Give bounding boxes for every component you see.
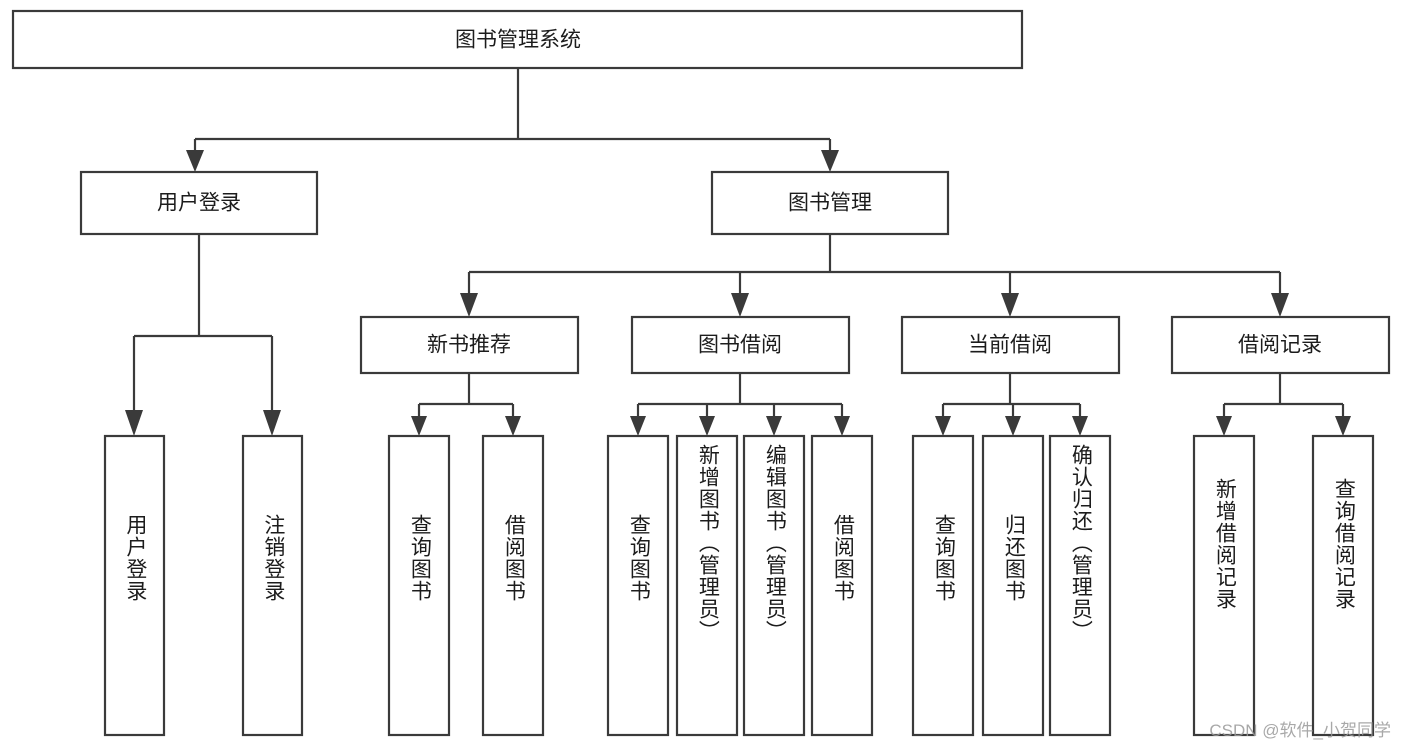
node-leaf-borrow-book-2[interactable] (810, 434, 874, 737)
node-root-label: 图书管理系统 (455, 29, 581, 52)
arrow-to-leaf-add-record (1216, 416, 1232, 436)
node-leaf-query-book-2[interactable] (606, 434, 670, 737)
node-leaf-user-login[interactable] (103, 434, 166, 737)
arrow-to-current-borrow (1001, 293, 1019, 317)
arrow-to-leaf-query-book-3 (935, 416, 951, 436)
arrow-to-leaf-user-login (125, 410, 143, 436)
node-new-book-rec[interactable] (359, 315, 580, 375)
node-user-login[interactable] (79, 170, 319, 236)
node-book-manage-label: 图书管理 (788, 192, 872, 215)
node-current-borrow-label: 当前借阅 (968, 334, 1052, 357)
node-leaf-query-book-3[interactable] (911, 434, 975, 737)
arrow-to-book-manage (821, 150, 839, 172)
node-leaf-add-book[interactable] (675, 434, 739, 737)
arrow-to-leaf-query-record (1335, 416, 1351, 436)
node-leaf-add-record[interactable] (1192, 434, 1256, 737)
arrow-to-leaf-query-book-2 (630, 416, 646, 436)
node-borrow-record-label: 借阅记录 (1238, 334, 1322, 357)
arrow-to-leaf-confirm-return (1072, 416, 1088, 436)
node-leaf-return-book[interactable] (981, 434, 1045, 737)
arrow-to-new-book-rec (460, 293, 478, 317)
node-leaf-edit-book[interactable] (742, 434, 806, 737)
node-leaf-query-book-1[interactable] (387, 434, 451, 737)
node-book-borrow[interactable] (630, 315, 851, 375)
arrow-to-leaf-return-book (1005, 416, 1021, 436)
node-leaf-query-record[interactable] (1311, 434, 1375, 737)
edges-layer (125, 68, 1351, 436)
node-leaf-logout[interactable] (241, 434, 304, 737)
node-borrow-record[interactable] (1170, 315, 1391, 375)
node-leaf-confirm-return[interactable] (1048, 434, 1112, 737)
arrow-to-leaf-edit-book (766, 416, 782, 436)
node-user-login-label: 用户登录 (157, 192, 241, 215)
arrow-to-leaf-borrow-book-1 (505, 416, 521, 436)
node-book-borrow-label: 图书借阅 (698, 334, 782, 357)
arrow-to-leaf-borrow-book-2 (834, 416, 850, 436)
node-root[interactable] (11, 9, 1024, 70)
arrow-to-leaf-query-book-1 (411, 416, 427, 436)
node-current-borrow[interactable] (900, 315, 1121, 375)
arrow-to-leaf-logout (263, 410, 281, 436)
arrow-to-user-login (186, 150, 204, 172)
arrow-to-leaf-add-book (699, 416, 715, 436)
arrow-to-book-borrow (731, 293, 749, 317)
watermark-text: CSDN @软件_小贺同学 (1209, 721, 1391, 740)
node-leaf-borrow-book-1[interactable] (481, 434, 545, 737)
arrow-to-borrow-record (1271, 293, 1289, 317)
nodes-layer: 图书管理系统 用户登录 图书管理 新书推荐 图书借阅 当前借阅 借阅记录 (11, 9, 1391, 737)
node-new-book-rec-label: 新书推荐 (427, 334, 511, 357)
node-book-manage[interactable] (710, 170, 950, 236)
